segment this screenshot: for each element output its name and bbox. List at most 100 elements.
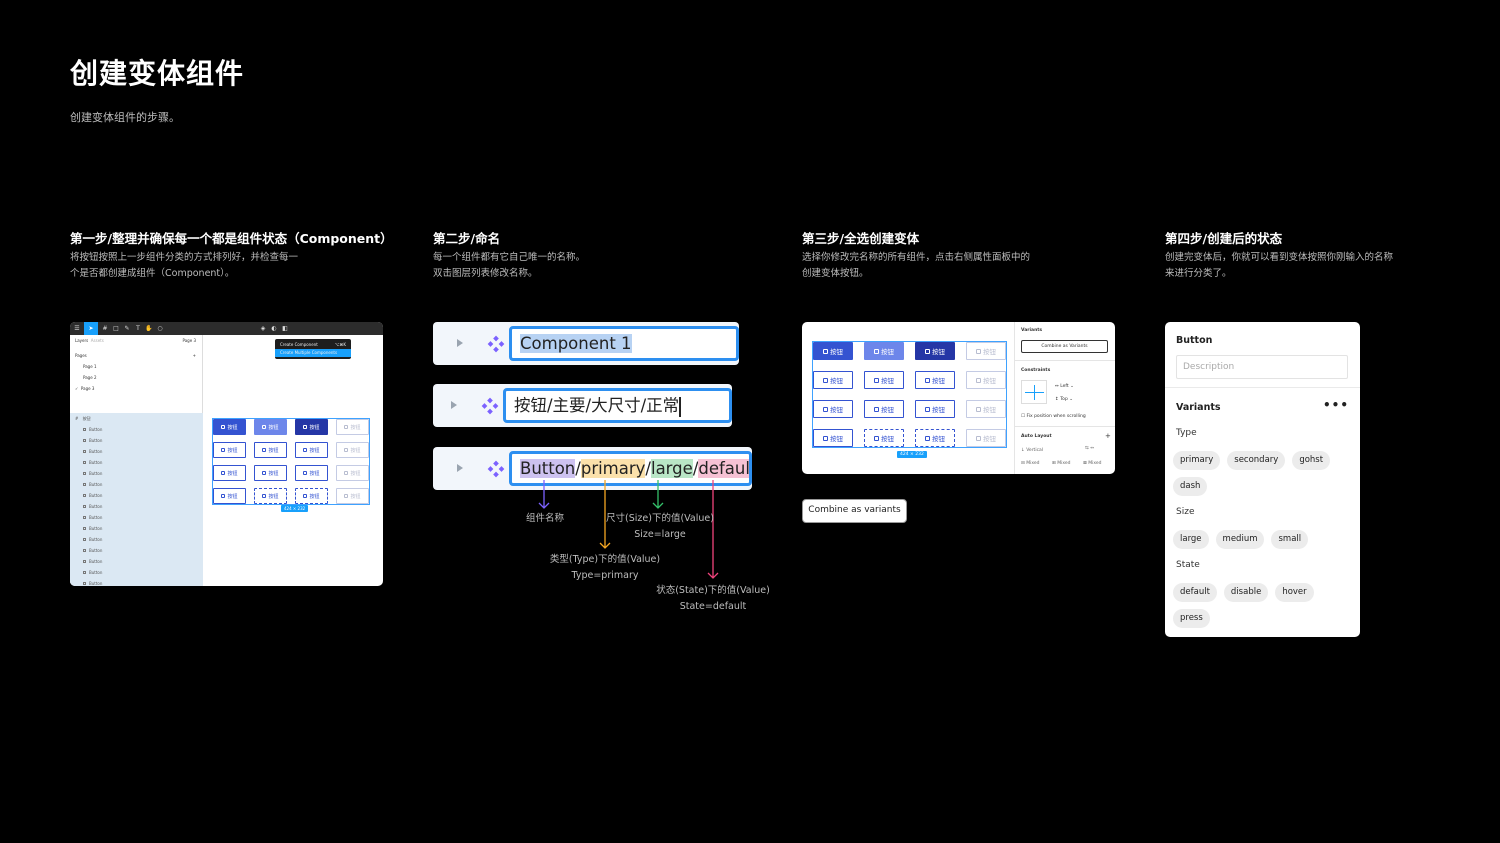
value-chip[interactable]: press	[1173, 609, 1210, 628]
more-options-icon[interactable]: •••	[1323, 398, 1350, 412]
combine-as-variants-button[interactable]: Combine as Variants	[1021, 340, 1108, 353]
value-chip[interactable]: default	[1173, 583, 1217, 602]
button-variant[interactable]: 按钮	[254, 419, 287, 435]
layer-item[interactable]: Button	[70, 468, 203, 479]
layer-row-component[interactable]: Component 1	[433, 322, 739, 365]
page-selector[interactable]: Page 3	[182, 338, 197, 343]
button-variant[interactable]: 按钮	[254, 488, 287, 504]
add-auto-layout-icon[interactable]: +	[1105, 432, 1111, 440]
button-variant[interactable]: 按钮	[254, 465, 287, 481]
button-variant[interactable]: 按钮	[966, 429, 1006, 447]
button-component-grid[interactable]: 按钮按钮按钮按钮按钮按钮按钮按钮按钮按钮按钮按钮按钮按钮按钮按钮	[812, 341, 1007, 448]
button-variant[interactable]: 按钮	[915, 371, 955, 389]
button-variant[interactable]: 按钮	[336, 488, 369, 504]
comment-tool-icon[interactable]: ○	[157, 325, 163, 332]
button-variant[interactable]: 按钮	[864, 371, 904, 389]
value-chip[interactable]: secondary	[1227, 451, 1286, 470]
auto-layout-toggle-icons[interactable]: ⇆ ↔	[1085, 446, 1094, 451]
button-variant[interactable]: 按钮	[813, 400, 853, 418]
create-multiple-components-item[interactable]: Create Multiple Components	[275, 349, 351, 357]
layer-item[interactable]: Button	[70, 490, 203, 501]
button-variant[interactable]: 按钮	[864, 400, 904, 418]
button-variant[interactable]: 按钮	[213, 442, 246, 458]
layer-item[interactable]: Button	[70, 501, 203, 512]
fix-position-checkbox[interactable]: ☐ Fix position when scrolling	[1021, 414, 1086, 419]
pen-tool-icon[interactable]: ✎	[124, 325, 130, 332]
button-variant[interactable]: 按钮	[915, 400, 955, 418]
description-input[interactable]: Description	[1176, 355, 1348, 379]
layer-item[interactable]: Button	[70, 578, 203, 586]
button-variant[interactable]: 按钮	[295, 488, 328, 504]
constraint-vertical[interactable]: ↕ Top ⌄	[1055, 397, 1073, 402]
auto-layout-direction[interactable]: ↓ Vertical	[1021, 448, 1044, 453]
add-page-icon[interactable]: +	[192, 353, 196, 358]
layer-item[interactable]: Button	[70, 446, 203, 457]
layer-row-variant-name[interactable]: Button/primary/large/default	[433, 447, 752, 490]
expand-arrow-icon[interactable]	[451, 401, 457, 409]
button-variant[interactable]: 按钮	[813, 342, 853, 360]
layer-item[interactable]: Button	[70, 424, 203, 435]
layers-tab[interactable]: Layers	[75, 338, 89, 343]
boolean-icon[interactable]: ◧	[282, 325, 288, 332]
value-chip[interactable]: dash	[1173, 477, 1208, 496]
layer-name-input-1[interactable]: Component 1	[509, 326, 739, 361]
button-variant[interactable]: 按钮	[915, 342, 955, 360]
value-chip[interactable]: primary	[1173, 451, 1221, 470]
layer-row-renamed[interactable]: 按钮/主要/大尺寸/正常	[433, 384, 732, 427]
align-mixed[interactable]: ⊠ Mixed	[1083, 461, 1102, 466]
padding-mixed[interactable]: ⊞ Mixed	[1052, 461, 1071, 466]
button-variant[interactable]: 按钮	[295, 419, 328, 435]
mask-icon[interactable]: ◐	[271, 325, 277, 332]
layer-item[interactable]: Button	[70, 556, 203, 567]
value-chip[interactable]: small	[1271, 530, 1309, 549]
constraints-widget[interactable]	[1021, 380, 1047, 404]
button-variant[interactable]: 按钮	[254, 442, 287, 458]
layer-name-input-2[interactable]: 按钮/主要/大尺寸/正常	[503, 388, 732, 423]
create-component-item[interactable]: Create Component⌥⌘K	[280, 342, 346, 347]
button-variant[interactable]: 按钮	[864, 429, 904, 447]
button-variant[interactable]: 按钮	[336, 465, 369, 481]
spacing-mixed[interactable]: ⊟ Mixed	[1021, 461, 1040, 466]
expand-arrow-icon[interactable]	[457, 464, 463, 472]
layer-item[interactable]: Button	[70, 534, 203, 545]
move-tool-icon[interactable]: ➤	[84, 322, 98, 335]
layer-item[interactable]: Button	[70, 545, 203, 556]
hand-tool-icon[interactable]: ✋	[145, 325, 153, 332]
layer-item[interactable]: Button	[70, 523, 203, 534]
layer-item[interactable]: Button	[70, 435, 203, 446]
frame-tool-icon[interactable]: #	[102, 325, 108, 332]
button-variant[interactable]: 按钮	[213, 488, 246, 504]
layer-section[interactable]: # 按钮	[75, 416, 91, 421]
button-variant[interactable]: 按钮	[336, 419, 369, 435]
assets-tab[interactable]: Assets	[90, 338, 104, 343]
button-variant[interactable]: 按钮	[295, 442, 328, 458]
button-variant[interactable]: 按钮	[813, 371, 853, 389]
button-variant[interactable]: 按钮	[813, 429, 853, 447]
button-variant[interactable]: 按钮	[213, 419, 246, 435]
layer-item[interactable]: Button	[70, 567, 203, 578]
value-chip[interactable]: medium	[1215, 530, 1265, 549]
layer-item[interactable]: Button	[70, 512, 203, 523]
button-variant[interactable]: 按钮	[966, 371, 1006, 389]
button-variant[interactable]: 按钮	[295, 465, 328, 481]
value-chip[interactable]: large	[1173, 530, 1209, 549]
page-item-active[interactable]: ✓ Page 3	[75, 386, 95, 391]
button-variant[interactable]: 按钮	[336, 442, 369, 458]
constraint-horizontal[interactable]: ↔ Left ⌄	[1055, 384, 1074, 389]
shape-tool-icon[interactable]: □	[113, 325, 119, 332]
button-component-grid[interactable]: 按钮按钮按钮按钮按钮按钮按钮按钮按钮按钮按钮按钮按钮按钮按钮按钮	[212, 418, 370, 505]
button-variant[interactable]: 按钮	[915, 429, 955, 447]
text-tool-icon[interactable]: T	[136, 325, 140, 332]
page-item[interactable]: Page 1	[83, 364, 97, 369]
main-menu-icon[interactable]: ☰	[74, 325, 80, 332]
component-icon[interactable]: ◈	[260, 325, 266, 332]
value-chip[interactable]: hover	[1275, 583, 1314, 602]
button-variant[interactable]: 按钮	[966, 400, 1006, 418]
value-chip[interactable]: gohst	[1292, 451, 1331, 470]
button-variant[interactable]: 按钮	[213, 465, 246, 481]
layer-item[interactable]: Button	[70, 479, 203, 490]
value-chip[interactable]: disable	[1223, 583, 1269, 602]
layer-name-input-3[interactable]: Button/primary/large/default	[509, 451, 752, 486]
button-variant[interactable]: 按钮	[864, 342, 904, 360]
button-variant[interactable]: 按钮	[966, 342, 1006, 360]
